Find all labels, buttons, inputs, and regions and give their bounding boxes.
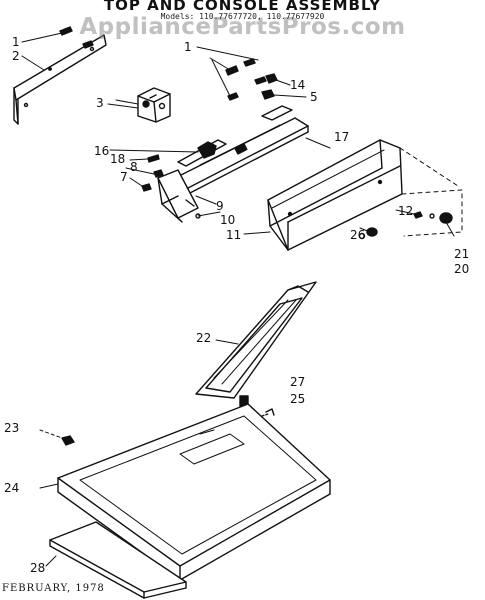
part-24-top-panel — [57, 403, 331, 581]
callout-11: 11 — [226, 228, 242, 242]
callout-9: 9 — [216, 199, 224, 213]
callout-23: 23 — [4, 421, 20, 435]
callout-26: 26 — [350, 228, 366, 242]
callout-24: 24 — [4, 481, 20, 495]
part-17-console-panel — [267, 139, 403, 251]
console-bracket — [174, 105, 309, 195]
callout-10: 10 — [220, 213, 236, 227]
callout-12: 12 — [398, 204, 414, 218]
part-12-spring — [413, 211, 423, 219]
callout-18: 18 — [110, 152, 126, 166]
date-footer: FEBRUARY, 1978 — [2, 583, 105, 594]
part-22-lint-screen — [195, 281, 317, 399]
part-21-knob — [429, 212, 453, 224]
callout-27: 27 — [290, 375, 306, 389]
part-7-clip — [141, 183, 152, 192]
callout-14: 14 — [290, 78, 306, 92]
part-25-clip — [261, 408, 275, 417]
callout-5: 5 — [310, 90, 318, 104]
part-10-end-bracket — [157, 169, 201, 223]
part-1-screw-left — [21, 26, 94, 49]
callout-28: 28 — [30, 561, 46, 575]
part-16-switch — [109, 141, 217, 159]
callout-25: 25 — [290, 392, 306, 406]
part-8-clip — [153, 169, 164, 178]
callout-8: 8 — [130, 160, 138, 174]
leader-lines — [21, 55, 455, 567]
part-26-knob — [358, 227, 378, 240]
model-numbers: Models: 110.77677720, 110.77677920 — [160, 12, 325, 21]
part-1-screws-right — [196, 46, 267, 101]
part-28-bottom-pad — [49, 521, 187, 599]
callout-2: 2 — [12, 49, 20, 63]
callout-20: 20 — [454, 262, 470, 276]
part-14-clip — [265, 73, 291, 86]
callout-7: 7 — [120, 170, 128, 184]
part-18-screw — [129, 154, 160, 163]
callout-21: 21 — [454, 247, 470, 261]
callout-16: 16 — [94, 144, 110, 158]
console-back-outline — [399, 147, 463, 237]
callout-3: 3 — [96, 96, 104, 110]
callout-1: 1 — [12, 35, 20, 49]
callout-17: 17 — [334, 130, 350, 144]
callout-22: 22 — [196, 331, 212, 345]
part-2-back-panel — [13, 34, 107, 125]
part-23-clip — [39, 429, 75, 446]
part-5-clip — [261, 89, 307, 100]
callout-1b: 1 — [184, 40, 192, 54]
watermark-text: AppliancePartsPros.com — [79, 14, 406, 40]
diagram-title: TOP AND CONSOLE ASSEMBLY — [103, 0, 382, 14]
part-3-timer-motor — [107, 87, 171, 123]
